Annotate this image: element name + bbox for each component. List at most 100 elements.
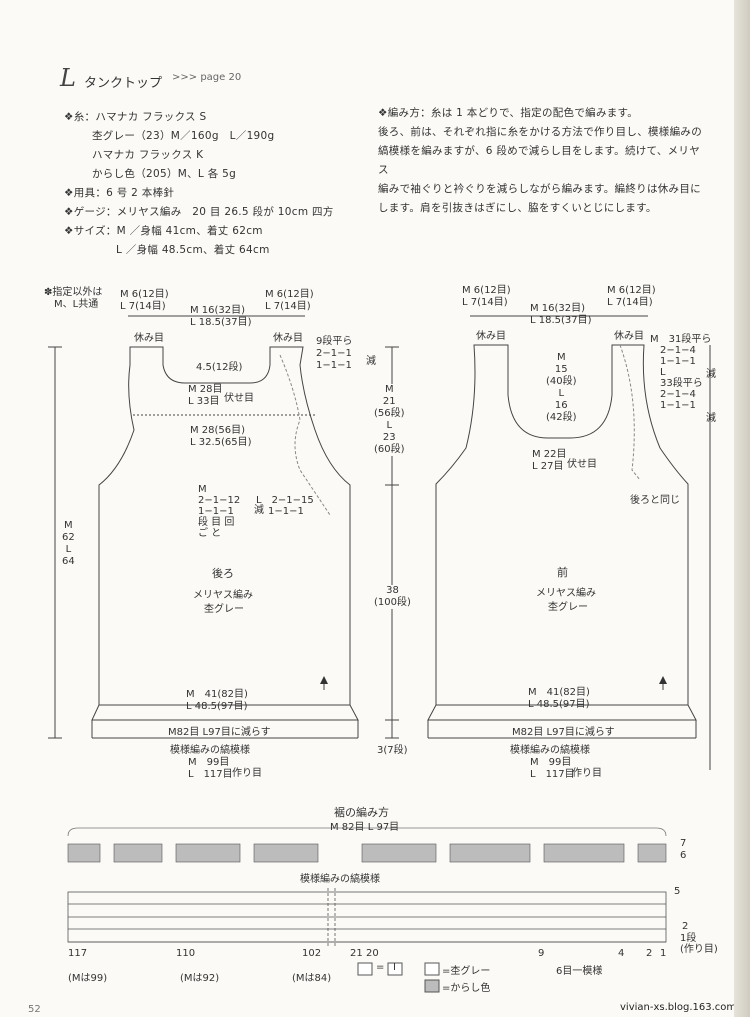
legend-equals: = bbox=[376, 962, 385, 973]
front-piece-outline bbox=[427, 344, 697, 721]
front-neck-width: M 16(32目)L 18.5(37目) bbox=[530, 303, 592, 326]
front-bind-off: 伏せ目 bbox=[567, 459, 597, 470]
page-ref: >>> page 20 bbox=[172, 72, 242, 83]
method-label: ❖編み方： bbox=[378, 107, 431, 119]
front-rest-right: 休み目 bbox=[614, 331, 644, 342]
gauge-label: ❖ゲージ： bbox=[64, 206, 117, 218]
col-20: 20 bbox=[366, 948, 379, 959]
front-rest-left: 休み目 bbox=[476, 331, 506, 342]
col-21: 21 bbox=[350, 948, 363, 959]
front-pattern: 模様編みの縞模様 bbox=[510, 745, 590, 756]
front-name: 前 bbox=[557, 566, 568, 579]
front-same-as-back: 後ろと同じ bbox=[630, 495, 680, 506]
yarn-line1: ハマナカ フラックス S bbox=[95, 111, 207, 123]
row-7: 7 bbox=[680, 838, 687, 849]
size-m: M ／身幅 41cm、着丈 62cm bbox=[116, 225, 263, 237]
method-line3: 縞模様を編みますが、6 段めで減らし目をします。続けて、メリヤス bbox=[378, 145, 701, 176]
size-l: L ／身幅 48.5cm、着丈 64cm bbox=[116, 244, 270, 256]
chart-pattern-label: 模様編みの縞模様 bbox=[300, 874, 380, 885]
m-92: (Mは92) bbox=[180, 973, 220, 984]
back-chest-width: M 28(56目)L 32.5(65目) bbox=[190, 425, 252, 448]
legend-box-knit bbox=[387, 962, 403, 976]
back-neck-width: M 16(32目)L 18.5(37目) bbox=[190, 305, 252, 328]
tools-label: ❖用具： bbox=[64, 187, 107, 199]
front-hem-width: M 41(82目)L 48.5(97目) bbox=[528, 687, 590, 710]
col-4: 4 bbox=[618, 948, 625, 959]
front-reduce: M82目 L97目に減らす bbox=[512, 727, 615, 738]
col-2: 2 bbox=[646, 948, 653, 959]
back-armhole-dec-word: 減 bbox=[254, 505, 264, 516]
legend-box-plain bbox=[357, 962, 373, 976]
front-cast-on-word: 作り目 bbox=[572, 768, 602, 779]
back-pattern: 模様編みの縞模様 bbox=[170, 745, 250, 756]
row-6: 6 bbox=[680, 850, 687, 861]
yarn-label: ❖糸： bbox=[64, 111, 96, 123]
page-title: タンクトップ bbox=[84, 76, 163, 91]
materials-block: ❖糸：ハマナカ フラックス S 杢グレー（23）M／160g L／190g ハマ… bbox=[64, 108, 364, 260]
col-102: 102 bbox=[302, 948, 322, 959]
method-line5: します。肩を引抜きはぎにし、脇をすくいとじにします。 bbox=[378, 202, 657, 214]
yarn-line3: ハマナカ フラックス K bbox=[92, 149, 204, 161]
yarn-line4: からし色（205）M、L 各 5g bbox=[92, 168, 237, 180]
front-dec-word-m: 減 bbox=[706, 369, 716, 380]
method-line2: 後ろ、前は、それぞれ指に糸をかける方法で作り目し、模様編みの bbox=[378, 126, 702, 138]
method-line4: 編みで袖ぐりと衿ぐりを減らしながら編みます。編終りは休み目に bbox=[378, 183, 701, 195]
col-110: 110 bbox=[176, 948, 196, 959]
back-stitch: メリヤス編み bbox=[193, 590, 253, 601]
front-stitch: メリヤス編み bbox=[536, 588, 596, 599]
back-shoulder-left: M 6(12目)L 7(14目) bbox=[120, 289, 169, 312]
method-block: ❖編み方：糸は 1 本どりで、指定の配色で編みます。 後ろ、前は、それぞれ指に糸… bbox=[378, 104, 708, 218]
back-bind-off: 伏せ目 bbox=[224, 393, 254, 404]
back-rest-left: 休み目 bbox=[134, 333, 164, 344]
yarn-line2: 杢グレー（23）M／160g L／190g bbox=[92, 130, 275, 142]
chart-span: M 82目 L 97目 bbox=[330, 822, 400, 833]
col-117: 117 bbox=[68, 948, 88, 959]
back-shoulder-right: M 6(12目)L 7(14目) bbox=[265, 289, 314, 312]
back-neck-dec-word: 減 bbox=[366, 356, 376, 367]
back-reduce: M82目 L97目に減らす bbox=[168, 727, 271, 738]
front-neck-decrease: M 31段平ら 2−1−4 1−1−1 L 33段平ら 2−1−4 1−1−1 bbox=[650, 334, 712, 411]
color-stripe-cells bbox=[67, 843, 667, 863]
m-84: (Mは84) bbox=[292, 973, 332, 984]
row-1: 1段(作り目) bbox=[680, 933, 718, 955]
legend-box-mustard bbox=[424, 979, 440, 993]
title-mark: L bbox=[60, 64, 76, 92]
row-2: 2 bbox=[682, 921, 689, 932]
back-cast-on-word: 作り目 bbox=[232, 768, 262, 779]
col-9: 9 bbox=[538, 948, 545, 959]
back-rest-right: 休み目 bbox=[273, 333, 303, 344]
front-color: 杢グレー bbox=[548, 602, 588, 613]
back-color: 杢グレー bbox=[204, 604, 244, 615]
legend-knit-symbol: I bbox=[393, 962, 396, 973]
front-dec-word-l: 減 bbox=[706, 413, 716, 424]
legend-box-grey bbox=[424, 962, 440, 976]
size-label: ❖サイズ： bbox=[64, 225, 117, 237]
back-neck-depth: 4.5(12段) bbox=[196, 362, 243, 373]
repeat-label: 6目一模様 bbox=[556, 966, 603, 977]
col-1: 1 bbox=[660, 948, 667, 959]
legend-mustard: =からし色 bbox=[442, 983, 491, 994]
binding-gutter bbox=[734, 0, 750, 1017]
stitch-chart-grid bbox=[67, 888, 667, 946]
front-shoulder-left: M 6(12目)L 7(14目) bbox=[462, 285, 511, 308]
legend-grey: =杢グレー bbox=[442, 966, 491, 977]
gauge-value: メリヤス編み 20 目 26.5 段が 10cm 四方 bbox=[116, 206, 334, 218]
back-name: 後ろ bbox=[212, 567, 234, 580]
front-shoulder-right: M 6(12目)L 7(14目) bbox=[607, 285, 656, 308]
rib-height: 3(7段) bbox=[377, 745, 408, 756]
watermark: vivian-xs.blog.163.com bbox=[620, 1002, 737, 1013]
back-piece-outline bbox=[91, 346, 359, 721]
chart-title: 裾の編み方 bbox=[334, 806, 389, 819]
tools-value: 6 号 2 本棒針 bbox=[106, 187, 175, 199]
back-hem-width: M 41(82目)L 48.5(97目) bbox=[186, 689, 248, 712]
